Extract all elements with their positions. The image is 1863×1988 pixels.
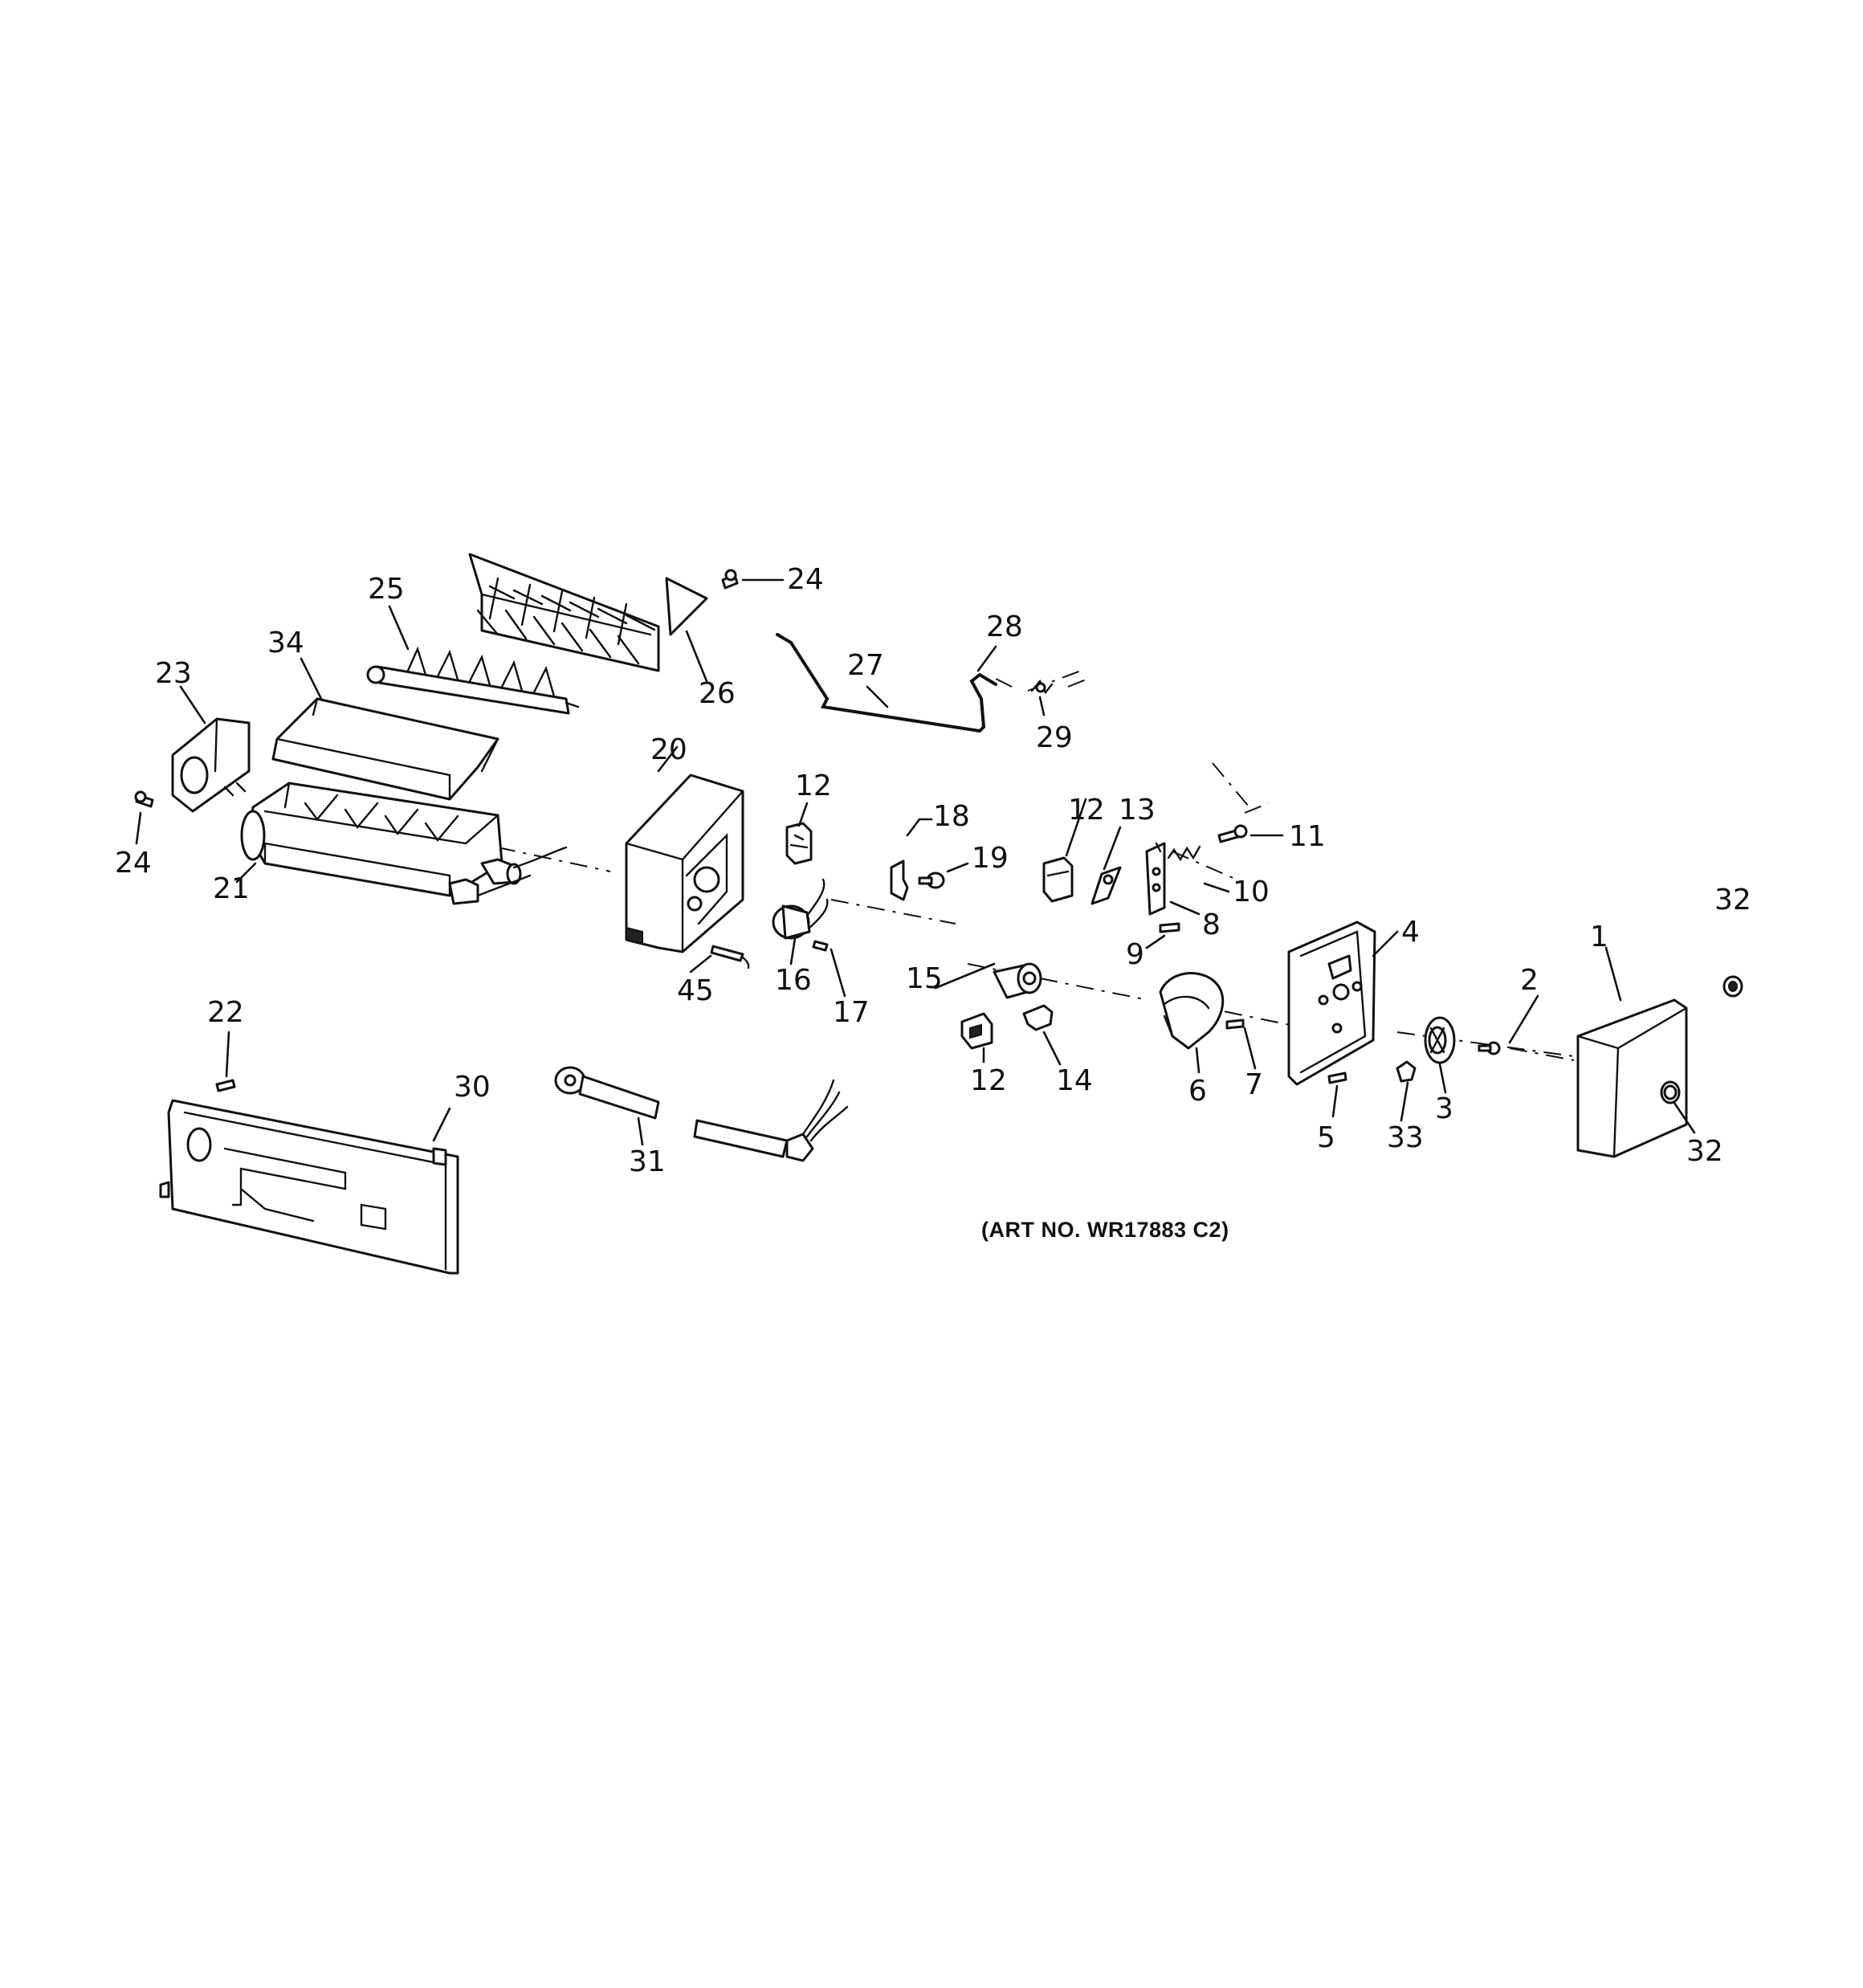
callout-6: 6: [1188, 1075, 1207, 1108]
part-19-screw: [918, 872, 945, 889]
part-11-screw: [1217, 824, 1248, 843]
callout-3: 3: [1435, 1092, 1453, 1125]
callout-2: 2: [1520, 964, 1539, 997]
callout-leader-lines: [135, 578, 1696, 1146]
part-18-lever: [890, 859, 909, 901]
part-5-screw: [1327, 1072, 1347, 1084]
callout-12-lower: 12: [970, 1064, 1007, 1097]
callout-24-upper: 24: [787, 563, 824, 596]
callout-27: 27: [847, 649, 884, 682]
part-32-button-upper: [1722, 975, 1743, 998]
callout-9: 9: [1126, 938, 1144, 971]
part-24-screw-upper: [721, 569, 739, 590]
part-31-harness: [554, 1066, 849, 1162]
callout-5: 5: [1317, 1121, 1335, 1154]
callout-17: 17: [833, 996, 870, 1029]
part-15-fitting: [993, 962, 1042, 999]
part-17-screw: [812, 940, 829, 952]
part-30-shield-panel: [159, 1099, 459, 1275]
callout-31: 31: [629, 1145, 666, 1178]
part-24-screw-left: [134, 790, 154, 808]
assembly-axis-cover: [1509, 1047, 1575, 1061]
part-4-mounting-plate: [1287, 921, 1376, 1086]
part-2-screw: [1478, 1041, 1501, 1055]
callout-14: 14: [1056, 1064, 1093, 1097]
callout-8: 8: [1202, 908, 1221, 941]
callout-32-upper: 32: [1714, 884, 1751, 916]
part-13-shield: [1090, 866, 1122, 905]
part-34-mold-cover: [271, 697, 499, 801]
part-45-screw: [710, 945, 750, 970]
callout-33: 33: [1387, 1121, 1424, 1154]
part-32-button-lower: [1663, 1084, 1678, 1100]
callout-10: 10: [1233, 876, 1270, 908]
part-29-clip: [1030, 679, 1054, 695]
callout-20: 20: [650, 733, 687, 766]
part-22-screw: [215, 1079, 236, 1092]
part-26-ejector-assembly: [468, 553, 708, 672]
part-27-shutoff-arm: [776, 633, 997, 733]
callout-32-lower: 32: [1686, 1135, 1723, 1168]
assembly-axis-upper: [995, 670, 1270, 880]
part-6-motor: [1159, 972, 1225, 1050]
part-9-screw: [1159, 922, 1180, 933]
callout-25: 25: [368, 573, 405, 606]
callout-13: 13: [1119, 794, 1156, 827]
part-14-cam: [1022, 1004, 1054, 1031]
callout-12-middle: 12: [1068, 794, 1105, 827]
callout-4: 4: [1401, 916, 1420, 949]
assembly-axis-main: [497, 847, 1575, 1057]
callout-19: 19: [972, 842, 1009, 875]
callout-1: 1: [1590, 921, 1608, 953]
callout-12-upper: 12: [795, 769, 832, 802]
part-10-spring: [1167, 845, 1201, 862]
part-8-bracket: [1145, 842, 1166, 916]
art-number: (ART NO. WR17883 C2): [981, 1218, 1229, 1242]
part-21-ice-mold: [240, 782, 568, 905]
part-25-ejector-shaft: [366, 646, 580, 715]
part-1-cover: [1576, 998, 1688, 1158]
part-3-gear: [1424, 1016, 1456, 1064]
callout-labels: 24 25 26 27 28 29 34 23 24 20 21 12 18 1…: [115, 563, 1751, 1178]
callout-45: 45: [677, 974, 714, 1007]
callout-30: 30: [454, 1071, 491, 1104]
part-12-switch-upper: [785, 822, 813, 865]
callout-23: 23: [155, 657, 192, 690]
callout-28: 28: [986, 610, 1023, 643]
callout-7: 7: [1245, 1068, 1263, 1101]
part-12-switch-lower: [960, 1012, 993, 1050]
part-12-switch-middle: [1042, 856, 1074, 903]
callout-18: 18: [933, 800, 970, 833]
callout-22: 22: [207, 996, 244, 1029]
callout-16: 16: [775, 964, 812, 997]
callout-11: 11: [1289, 820, 1326, 853]
part-33-nut: [1396, 1060, 1417, 1083]
part-16-thermostat: [772, 878, 829, 940]
part-7-screw: [1225, 1018, 1245, 1030]
callout-29: 29: [1036, 721, 1073, 754]
callout-34: 34: [267, 627, 304, 659]
callout-24-left: 24: [115, 847, 152, 880]
callout-21: 21: [213, 872, 250, 905]
callout-15: 15: [906, 962, 943, 995]
part-23-bracket: [171, 717, 251, 813]
callout-26: 26: [699, 677, 736, 710]
part-20-housing: [625, 774, 744, 953]
